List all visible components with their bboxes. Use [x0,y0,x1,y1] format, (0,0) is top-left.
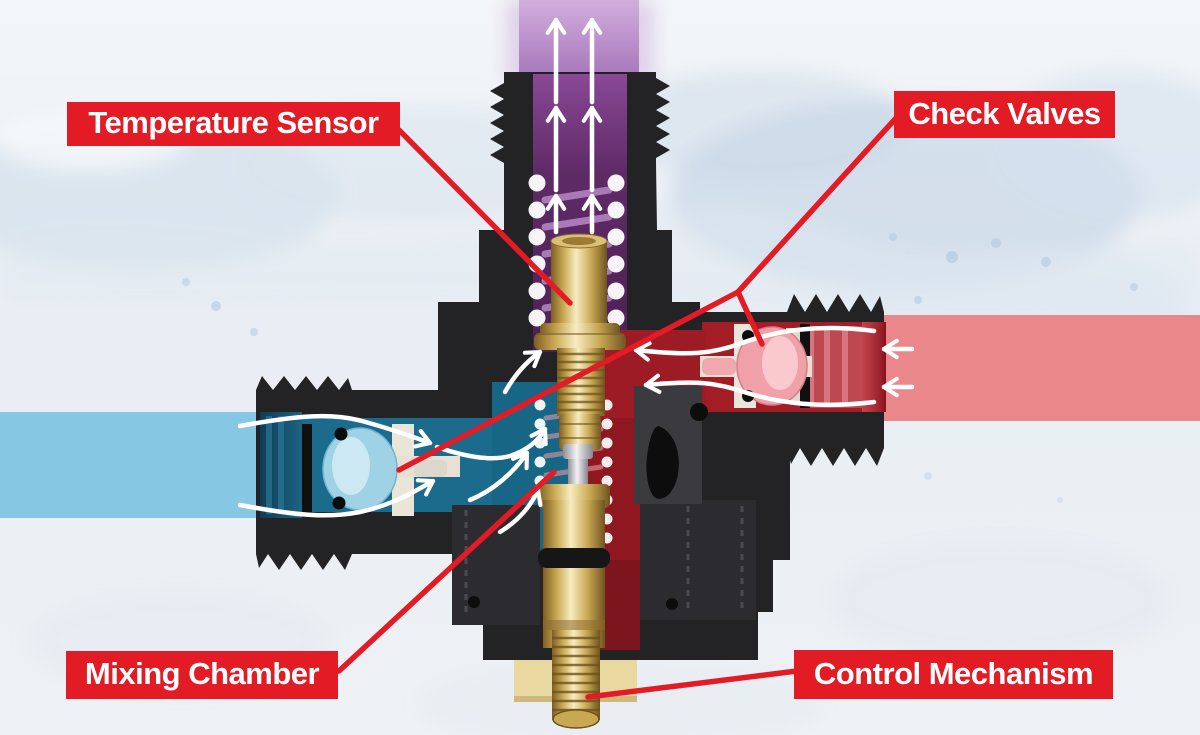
leader-check-valves [396,114,900,473]
label-check-valves: Check Valves [894,91,1115,138]
leader-lines [336,114,900,700]
hot-inlet-stream [868,315,1200,421]
label-control-mechanism: Control Mechanism [794,650,1113,699]
label-check-valves-text: Check Valves [908,95,1101,131]
cold-check-valve [302,424,460,516]
leader-control-mechanism [585,668,800,700]
leader-temperature-sensor [396,127,573,306]
label-mixing-chamber: Mixing Chamber [66,651,338,699]
hot-check-valve [700,324,812,408]
mixed-outlet-stream [519,0,639,78]
control-piston [538,484,610,648]
label-control-mechanism-text: Control Mechanism [813,655,1094,691]
flow-arrows [237,17,915,535]
cold-inlet-stream [0,412,302,518]
control-adjustment-screw [552,630,600,729]
body-internal-details [452,386,756,625]
label-temperature-sensor: Temperature Sensor [67,102,400,146]
label-temperature-sensor-text: Temperature Sensor [88,105,379,140]
temperature-sensor-element [534,233,626,350]
label-mixing-chamber-text: Mixing Chamber [84,656,320,691]
leader-mixing-chamber [336,469,557,674]
